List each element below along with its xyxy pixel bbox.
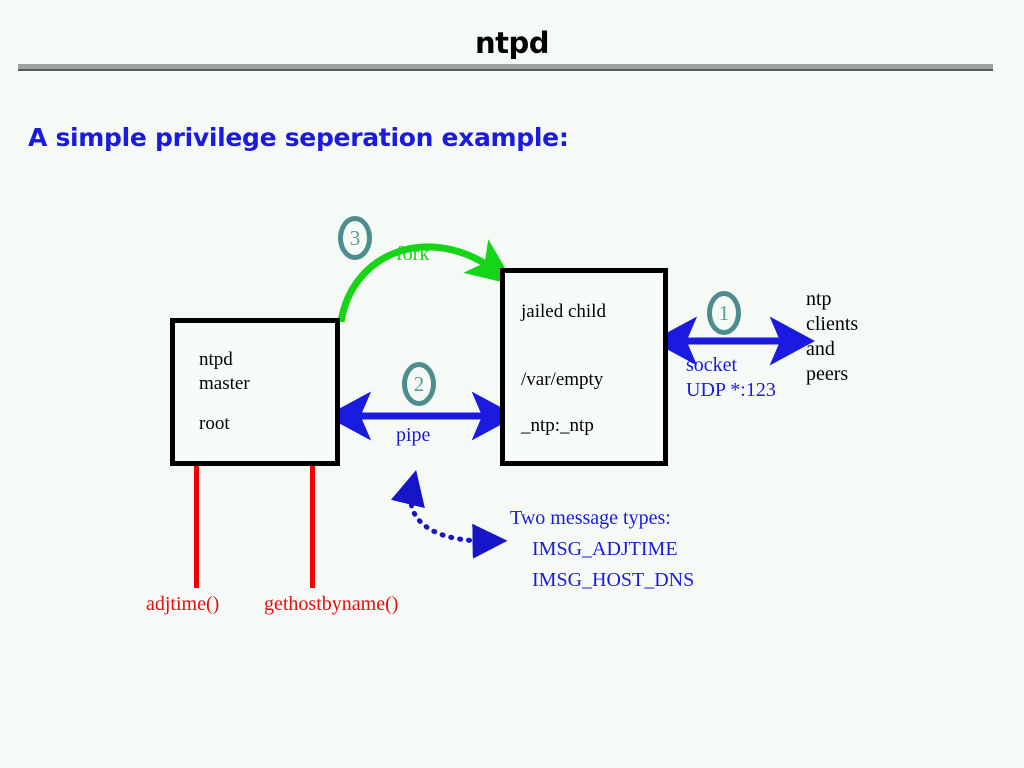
process-box-jailed-child[interactable]: jailed child /var/empty _ntp:_ntp [500,268,668,466]
master-line-user: root [199,413,230,434]
child-line-chroot: /var/empty [521,369,604,390]
external-peers-label: ntp clients and peers [806,287,858,387]
page-title: ntpd [474,26,550,60]
child-line-user: _ntp:_ntp [521,415,594,436]
pipe-label: pipe [396,424,431,446]
divider-bar [18,64,993,69]
message-types-heading: Two message types: [510,507,671,529]
process-box-master[interactable]: ntpd master root [170,318,340,466]
syscall-stem-adjtime [194,466,199,588]
socket-label: socket [686,354,738,376]
child-line-name: jailed child [521,301,606,322]
peers-line-4: peers [806,363,849,385]
socket-port-label: UDP *:123 [686,379,776,401]
step-marker-3: 3 [338,216,372,260]
header-divider [18,64,993,71]
fork-label: fork [396,243,430,265]
syscall-label-adjtime: adjtime() [146,593,220,615]
syscall-label-gethostbyname: gethostbyname() [264,593,399,615]
master-line-role: master [199,373,250,394]
peers-line-3: and [806,338,835,360]
message-type-item-2: IMSG_HOST_DNS [532,569,695,591]
message-type-item-1: IMSG_ADJTIME [532,538,678,560]
master-line-name: ntpd [199,349,233,370]
peers-line-1: ntp [806,288,832,310]
step-marker-1: 1 [707,291,741,335]
message-callout-arrow [390,469,508,559]
step-marker-2: 2 [402,362,436,406]
message-types-callout: Two message types: IMSG_ADJTIME IMSG_HOS… [510,503,694,596]
slide-subtitle: A simple privilege seperation example: [28,123,569,152]
syscall-stem-gethostbyname [310,466,315,588]
peers-line-2: clients [806,313,859,335]
divider-shadow [18,69,993,71]
